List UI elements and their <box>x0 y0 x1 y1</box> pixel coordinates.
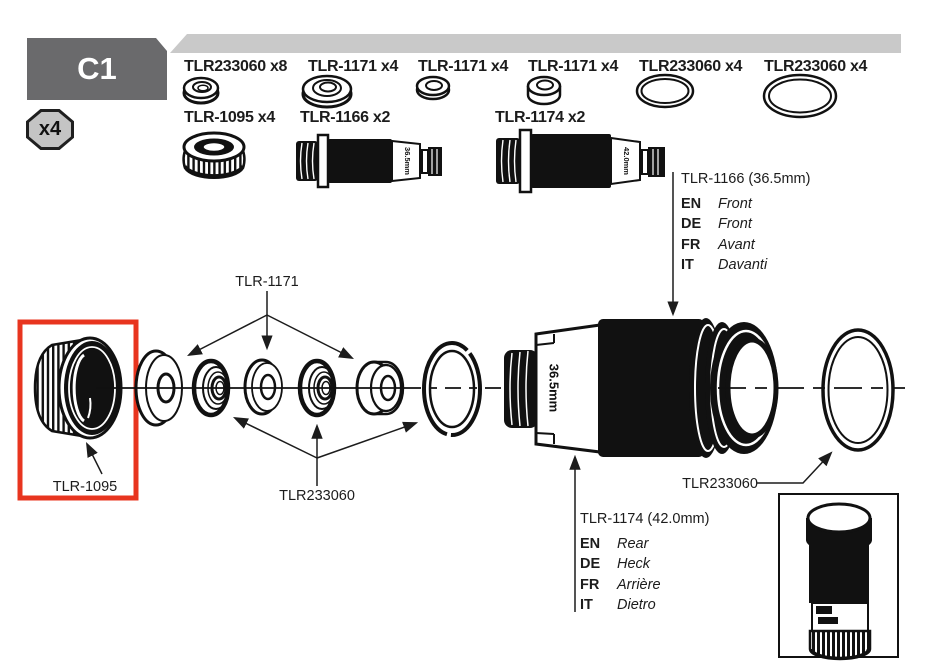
shock-size-text: 36.5mm <box>403 147 412 175</box>
part-label: TLR-1174 x2 <box>495 109 586 126</box>
part-label: TLR-1171 x4 <box>308 58 399 75</box>
step-flag-label: C1 <box>77 51 117 86</box>
header-bar <box>170 34 901 53</box>
highlight-box <box>17 319 139 501</box>
step-flag: C1 <box>27 38 167 100</box>
callout-washers: TLR-1171 <box>235 274 298 290</box>
callout-seals: TLR233060 <box>279 488 355 504</box>
washer-part <box>243 358 283 416</box>
washer-small-icon <box>415 75 451 101</box>
shock-cap-icon <box>182 131 246 179</box>
annotation-rear-title: TLR-1174 (42.0mm) <box>580 511 710 527</box>
callout-lines <box>85 172 833 612</box>
part-label: TLR-1166 x2 <box>300 109 391 126</box>
shock-size-text: 36.5mm <box>547 364 562 412</box>
part-label: TLR233060 x4 <box>639 58 743 75</box>
part-label: TLR-1171 x4 <box>418 58 509 75</box>
shock-body-36-icon: 36.5mm <box>296 133 442 189</box>
shock-size-text: 42.0mm <box>622 147 631 175</box>
part-label: TLR-1095 x4 <box>184 109 275 126</box>
callout-oring: TLR233060 <box>682 476 758 492</box>
multiplier-badge: x4 <box>26 109 74 150</box>
annotation-front-title: TLR-1166 (36.5mm) <box>681 171 811 187</box>
part-label: TLR233060 x4 <box>764 58 868 75</box>
shock-body-42-icon: 42.0mm <box>496 128 665 194</box>
washer-thick-icon <box>526 75 562 106</box>
part-label: TLR233060 x8 <box>184 58 288 75</box>
callout-cap: TLR-1095 <box>53 479 117 495</box>
assembled-shock-inset <box>778 493 899 661</box>
multiplier-badge-inner: x4 <box>29 112 71 147</box>
grommet-small-icon <box>182 76 220 105</box>
oring-part <box>422 341 482 437</box>
oring-part-large <box>821 328 895 452</box>
shock-body-part: 36.5mm <box>504 318 779 458</box>
part-label: TLR-1171 x4 <box>528 58 619 75</box>
shock-cap-part <box>33 336 123 440</box>
oring-medium-icon <box>635 73 695 109</box>
washer-flanged-icon <box>301 74 353 109</box>
multiplier-label: x4 <box>38 118 62 140</box>
oring-large-icon <box>762 73 838 119</box>
